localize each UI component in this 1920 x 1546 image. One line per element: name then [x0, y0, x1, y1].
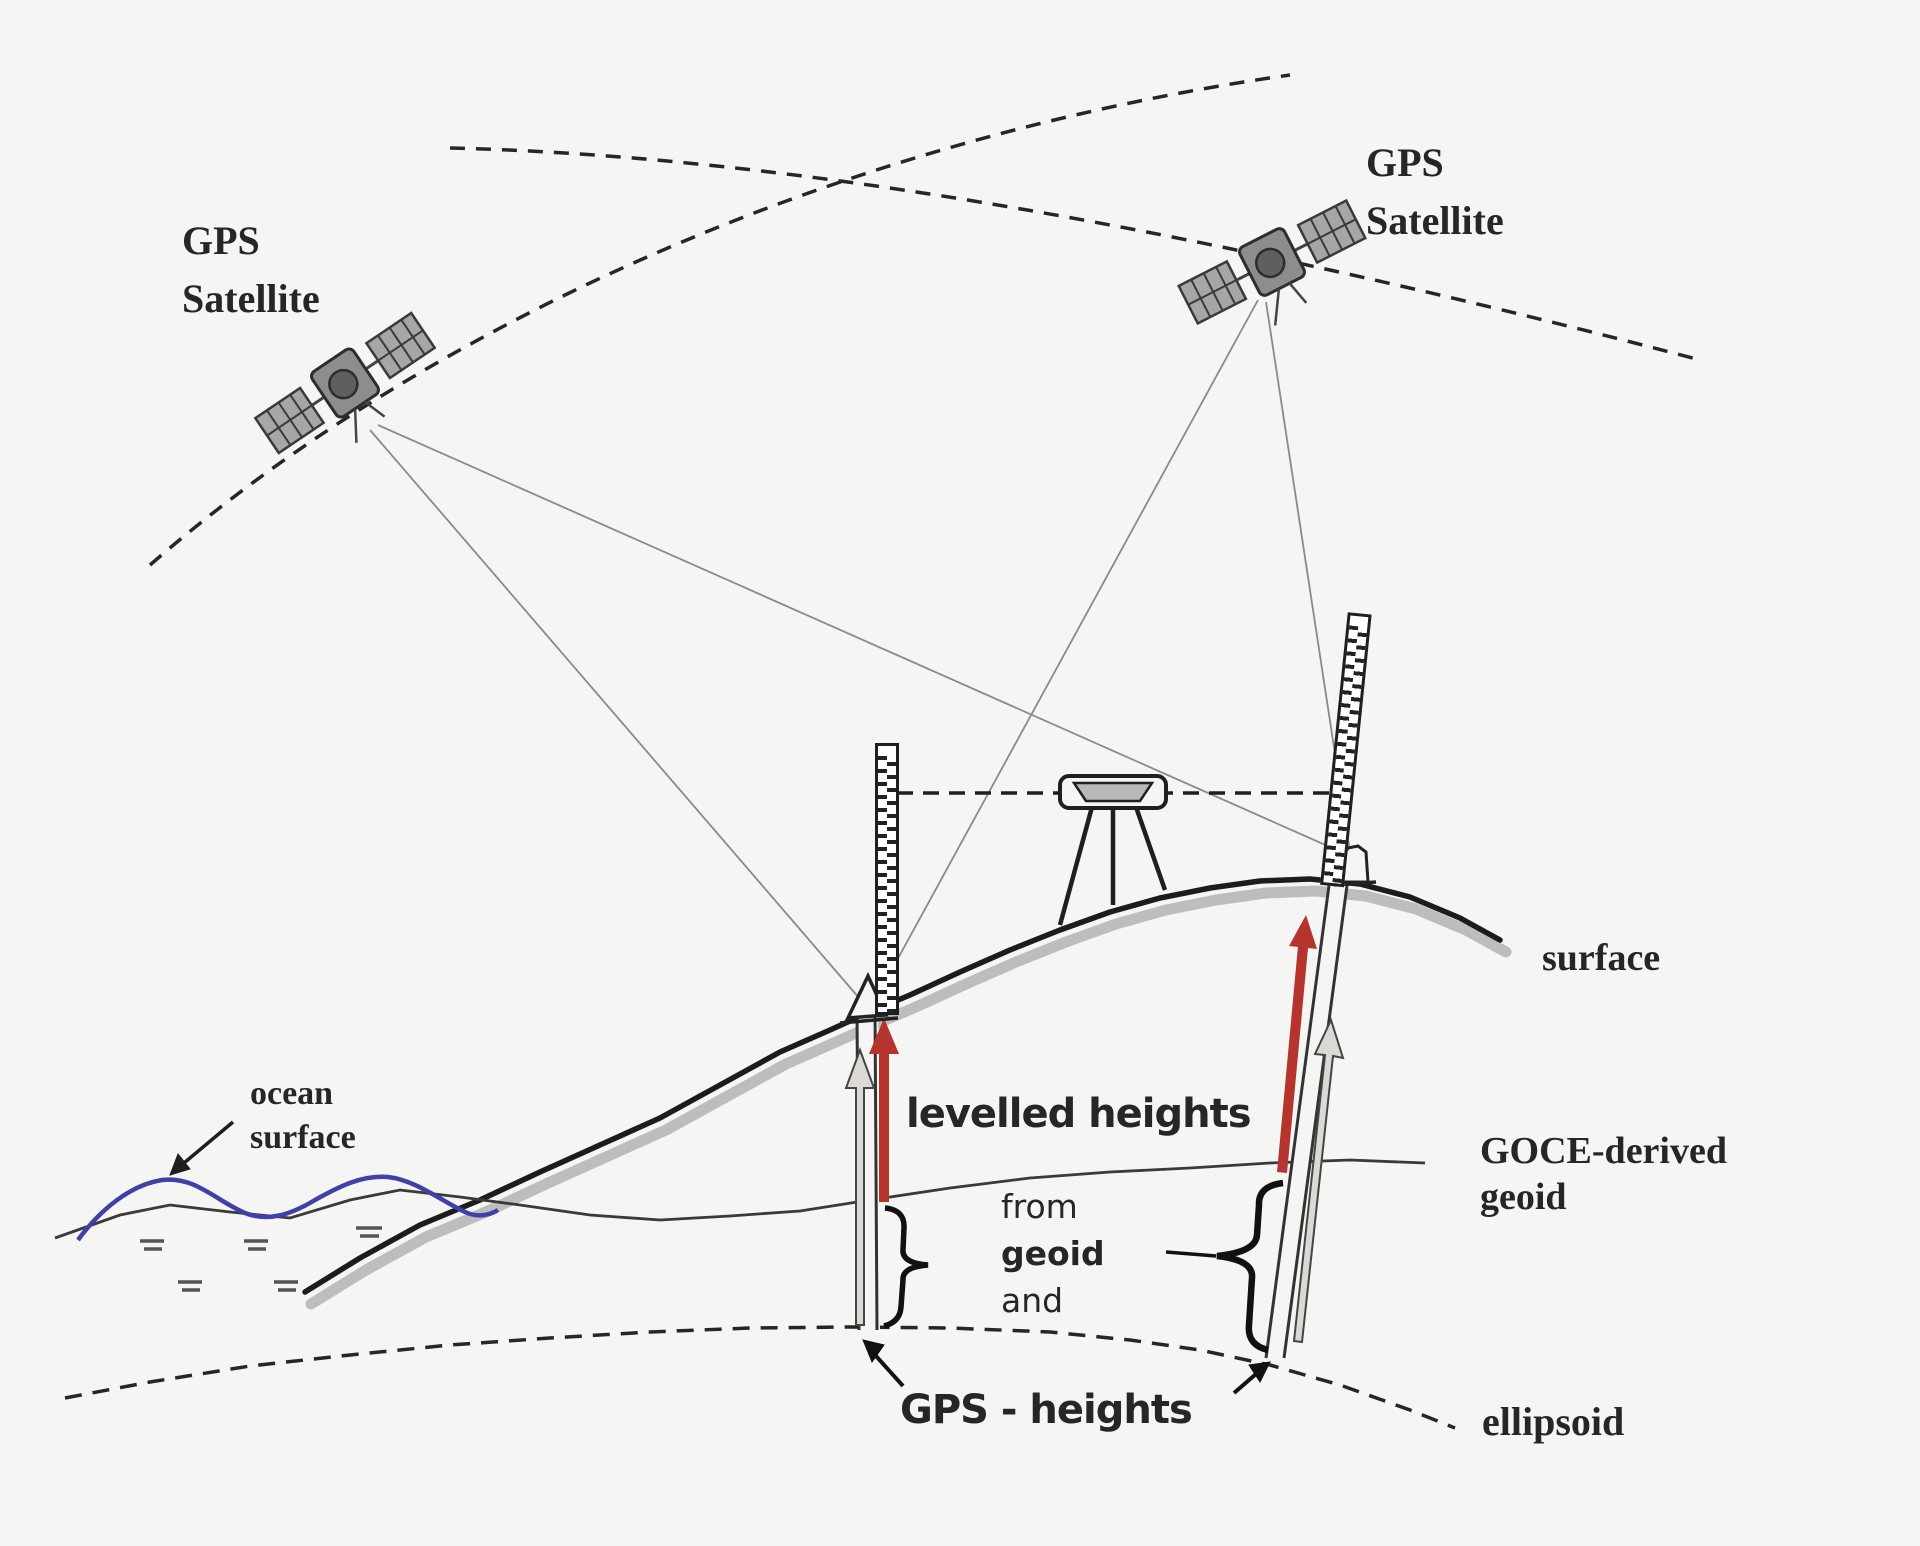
gps-heights-arrow-left: [862, 1339, 905, 1388]
gps-heights-arrow-right: [1232, 1361, 1271, 1395]
surface-label: surface: [1542, 937, 1661, 979]
orbit-arc-left-satellite: [148, 73, 1291, 567]
ocean-surface-label-line1: ocean: [250, 1075, 334, 1112]
gps-heights-label: GPS - heights: [900, 1387, 1193, 1433]
gps-satellite-left-label-line2: Satellite: [182, 276, 320, 321]
gps-satellite-right-label: GPS Satellite: [1366, 134, 1504, 250]
plumb-rod-right: [1264, 877, 1350, 1359]
tripod-level-instrument: [1057, 774, 1168, 926]
brace-left: [883, 1205, 929, 1329]
from-geoid-and-label: from geoid and: [1001, 1190, 1105, 1331]
levelled-height-arrow-right: [1277, 915, 1317, 1173]
gps-height-arrow-left: [844, 1047, 876, 1326]
ellipsoid-label: ellipsoid: [1482, 1399, 1625, 1444]
gps-satellite-left-label: GPS Satellite: [182, 212, 320, 328]
levelled-heights-label: levelled heights: [906, 1091, 1252, 1137]
brace-leader-line: [1165, 1250, 1217, 1258]
from-geoid-and-label-line2: geoid: [1001, 1234, 1105, 1273]
gps-satellite-right: [1177, 198, 1367, 326]
signal-ray: [377, 424, 1349, 856]
ellipsoid-line: [64, 1325, 1456, 1430]
levelling-staff-left: [875, 743, 899, 1015]
from-geoid-and-label-line3: and: [1001, 1281, 1064, 1320]
ocean-wave-line: [76, 1174, 500, 1242]
gps-satellite-left-label-line1: GPS: [182, 218, 260, 263]
goce-geoid-label: GOCE-derived geoid: [1480, 1128, 1727, 1221]
orbit-arc-right-satellite: [449, 146, 1701, 362]
levelled-height-arrow-left: [869, 1018, 899, 1202]
ocean-label-arrow: [169, 1120, 235, 1176]
goce-geoid-label-line2: geoid: [1480, 1176, 1567, 1219]
ocean-surface-label-line2: surface: [250, 1118, 356, 1156]
terrain-shadow: [305, 885, 1512, 1310]
gps-height-arrow-right: [1292, 1017, 1345, 1344]
geoid-line: [54, 1158, 1426, 1240]
gps-satellite-right-label-line2: Satellite: [1366, 198, 1504, 243]
signal-ray: [369, 429, 867, 1007]
gps-satellite-left: [253, 311, 437, 455]
goce-geoid-label-line1: GOCE-derived: [1480, 1130, 1727, 1172]
sediment-marks: [140, 1226, 382, 1292]
signal-ray: [871, 299, 1259, 1007]
gps-satellite-right-label-line1: GPS: [1366, 140, 1444, 185]
from-geoid-and-label-line1: from: [1001, 1187, 1078, 1226]
brace-right: [1216, 1179, 1284, 1354]
ocean-surface-label: ocean surface: [250, 1072, 356, 1159]
terrain-surface-line: [302, 876, 1503, 1295]
